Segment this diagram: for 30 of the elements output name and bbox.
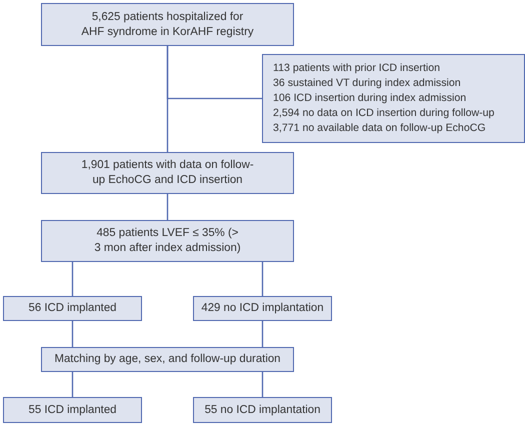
connector-line	[262, 372, 264, 397]
process-box	[3, 296, 142, 321]
box-text: 56 ICD implanted	[28, 301, 116, 316]
box-text: 55 ICD implanted	[28, 402, 116, 418]
exclusion-item: 106 ICD insertion during index admission	[273, 91, 466, 106]
process-box	[193, 296, 332, 321]
box-text: 5,625 patients hospitalized for AHF syndrome in KorAHF registry	[80, 10, 255, 40]
exclusion-item: 2,594 no data on ICD insertion during follow-up	[273, 106, 494, 121]
connector-line	[166, 194, 168, 220]
connector-line	[72, 262, 74, 296]
box-text: 485 patients LVEF ≤ 35% (> 3 mon after index admission)	[93, 226, 242, 256]
process-box	[41, 3, 294, 46]
box-text: 1,901 patients with data on follow-up EchoCG and ICD insertion	[80, 158, 255, 188]
connector-line	[262, 321, 264, 347]
process-box	[41, 152, 294, 194]
process-box	[262, 54, 525, 143]
exclusion-item: 113 patients with prior ICD insertion	[273, 61, 440, 76]
connector-line	[72, 321, 74, 347]
box-text: 55 no ICD implantation	[204, 402, 320, 418]
box-text: Matching by age, sex, and follow-up duration	[54, 352, 281, 367]
process-box	[193, 397, 332, 423]
exclusion-item: 3,771 no available data on follow-up EchoCG	[273, 121, 486, 136]
box-text: 429 no ICD implantation	[201, 301, 324, 316]
connector-line	[262, 262, 264, 296]
connector-line	[72, 372, 74, 397]
exclusion-item: 36 sustained VT during index admission	[273, 76, 461, 91]
connector-line	[166, 46, 262, 100]
process-box	[41, 220, 294, 262]
process-box	[41, 347, 294, 372]
process-box	[3, 397, 142, 423]
